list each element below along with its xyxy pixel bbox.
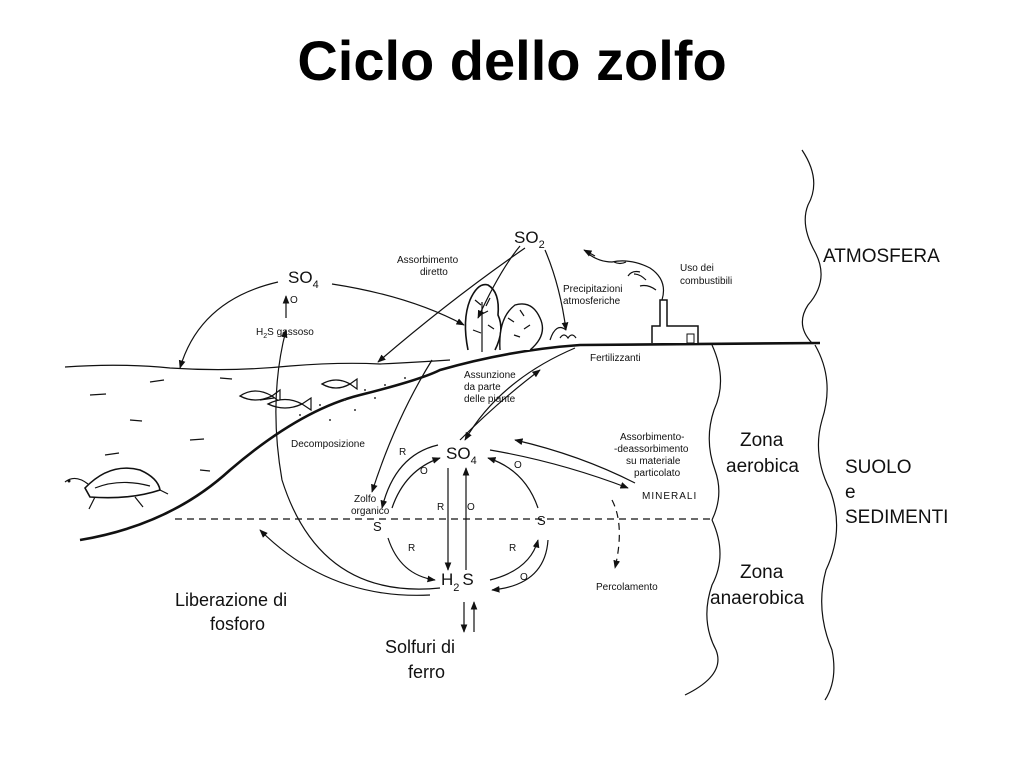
compound-so4-atmosphere: SO4 [288,268,319,291]
arrow-so4-to-plants [331,283,465,326]
label-atmosfera: ATMOSFERA [823,246,940,267]
letter-r-vertical: R [437,502,444,513]
arrow-s-org-to-h2s [387,537,436,583]
arrow-h2s-to-s-right [489,539,540,581]
water-ripples [89,377,343,472]
label-precipitazioni-2: atmosferiche [563,296,621,307]
compound-s-right: S [537,513,546,528]
label-uso-combustibili-2: combustibili [680,276,732,287]
arrow-s-right-to-so4 [487,457,539,509]
letter-o-s-to-so4: O [420,466,428,477]
compound-s-organic: S [373,519,382,534]
label-precipitazioni-1: Precipitazioni [563,284,622,295]
label-minerali: MINERALI [642,491,697,502]
label-assorbimento-diretto-2: diretto [420,267,448,278]
soil-brace [814,344,838,701]
compound-so2: SO2 [514,228,545,251]
label-fertilizzanti: Fertilizzanti [590,353,641,364]
label-zolfo-organico-1: Zolfo [354,494,377,505]
label-e: e [845,482,856,503]
label-assorbimento-particolato-3: su materiale [626,456,681,467]
label-suolo: SUOLO [845,457,912,478]
label-liberazione-2: fosforo [210,614,265,634]
arrow-so4-to-water [178,281,279,369]
arrow-s-org-to-so4 [391,457,441,509]
anaerobic-zone-brace [684,519,721,696]
letter-r-so4-to-s: R [399,447,406,458]
label-uso-combustibili-1: Uso dei [680,263,714,274]
arrow-minerals-to-so4 [514,438,636,484]
label-percolamento: Percolamento [596,582,658,593]
letter-o-h2s-s-right: O [520,572,528,583]
aerobic-zone-brace [708,344,722,521]
letter-o-minerals: O [514,460,522,471]
letter-o-vertical: O [467,502,475,513]
letter-r-s-right-h2s: R [509,543,516,554]
slide-title: Ciclo dello zolfo [297,29,727,92]
compound-so4-soil: SO4 [446,444,477,467]
arrow-h2s-gas-loop [275,329,441,590]
arrow-leaching [611,499,620,569]
label-assorbimento-particolato-1: Assorbimento- [620,432,684,443]
arrow-so2-precipitation [544,249,569,331]
ground-surface-line [79,341,821,542]
smoke-texture [613,261,657,291]
label-zona-aerobica-2: aerobica [726,456,799,477]
label-zona-anaerobica-1: Zona [740,562,784,583]
label-assorbimento-particolato-4: particolato [634,468,681,479]
label-assorbimento-particolato-2: -deassorbimento [614,444,689,455]
smoke-plume [585,251,665,301]
label-liberazione-1: Liberazione di [175,590,287,610]
label-solfuri-2: ferro [408,662,445,682]
turtle-icon [64,467,169,510]
label-solfuri-1: Solfuri di [385,637,455,657]
label-zolfo-organico-2: organico [351,506,390,517]
label-assunzione-1: Assunzione [464,370,516,381]
label-assunzione-2: da parte [464,382,501,393]
label-assunzione-3: delle piante [464,394,516,405]
label-zona-aerobica-1: Zona [740,430,784,451]
label-h2s-gassoso: H2S gassoso [256,327,314,340]
arrow-so4-to-s-org [380,444,439,509]
arrow-so4-to-minerals [489,449,629,489]
arrow-phosphorus-release [259,529,431,596]
letter-o-h2s-gas: O [290,295,298,306]
arrow-so2-to-water [377,247,526,363]
arrow-decomposition [371,359,433,493]
smoke-arrow [583,249,596,257]
sediment-dots [299,377,406,421]
label-assorbimento-diretto-1: Assorbimento [397,255,459,266]
water-surface [64,359,451,371]
label-sedimenti: SEDIMENTI [845,507,948,528]
factory-icon [651,299,699,344]
label-decomposizione: Decomposizione [291,439,365,450]
arrow-plant-uptake [459,369,541,441]
atmosphere-brace [801,149,822,344]
letter-r-s-org-h2s: R [408,543,415,554]
arrow-s-right-to-h2s [491,539,549,593]
fish-icon [238,377,358,412]
arrow-so2-to-plants [477,245,521,319]
label-zona-anaerobica-2: anaerobica [710,588,804,609]
